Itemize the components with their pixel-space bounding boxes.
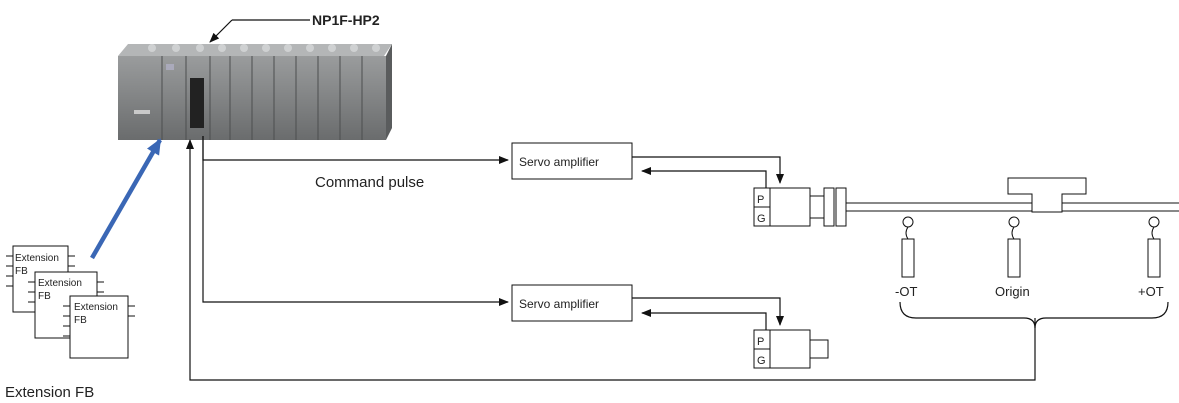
servo-amplifier-bottom-label: Servo amplifier: [519, 297, 599, 311]
sensor-origin-label: Origin: [995, 284, 1030, 299]
sensor-brace: [899, 301, 1169, 329]
encoder-g-bottom: G: [757, 355, 766, 367]
servo-amplifier-bottom: [511, 284, 633, 322]
fb-block-3-line2: FB: [74, 315, 87, 326]
model-label: NP1F-HP2: [312, 12, 380, 28]
fb-block-1-line2: FB: [15, 266, 28, 277]
plc-led-window: [166, 64, 174, 70]
sensor-minus-ot: [901, 216, 915, 278]
sensor-origin: [1007, 216, 1021, 278]
sensor-plus-ot: [1147, 216, 1161, 278]
plc-logo-plate: [134, 110, 150, 114]
ball-screw-shaft: [846, 202, 1179, 212]
servo-amplifier-top-label: Servo amplifier: [519, 155, 599, 169]
plc-module-dividers: [161, 56, 363, 140]
feedback-line: [186, 139, 1036, 381]
carriage: [1007, 177, 1087, 213]
command-pulse-label: Command pulse: [315, 174, 424, 191]
command-line-bottom: [202, 136, 509, 306]
plc-top-bumps: [148, 44, 380, 52]
extension-fb-caption: Extension FB: [5, 384, 94, 401]
servo-amplifier-top: [511, 142, 633, 180]
blue-arrow: [90, 138, 162, 260]
servo-motor-bottom: [753, 329, 829, 369]
wiring: [186, 136, 1036, 381]
sensor-minus-ot-label: -OT: [895, 284, 917, 299]
fb-block-2-line2: FB: [38, 291, 51, 302]
encoder-g-top: G: [757, 213, 766, 225]
plc-connector: [190, 78, 204, 128]
plc-unit: [118, 44, 392, 140]
encoder-p-bottom: P: [757, 336, 764, 348]
extension-fb-block-3: [63, 295, 135, 359]
fb-block-1-line1: Extension: [15, 253, 59, 264]
fb-block-3-line1: Extension: [74, 302, 118, 313]
encoder-p-top: P: [757, 194, 764, 206]
coupling: [823, 187, 847, 227]
sensor-plus-ot-label: +OT: [1138, 284, 1164, 299]
fb-block-2-line1: Extension: [38, 278, 82, 289]
